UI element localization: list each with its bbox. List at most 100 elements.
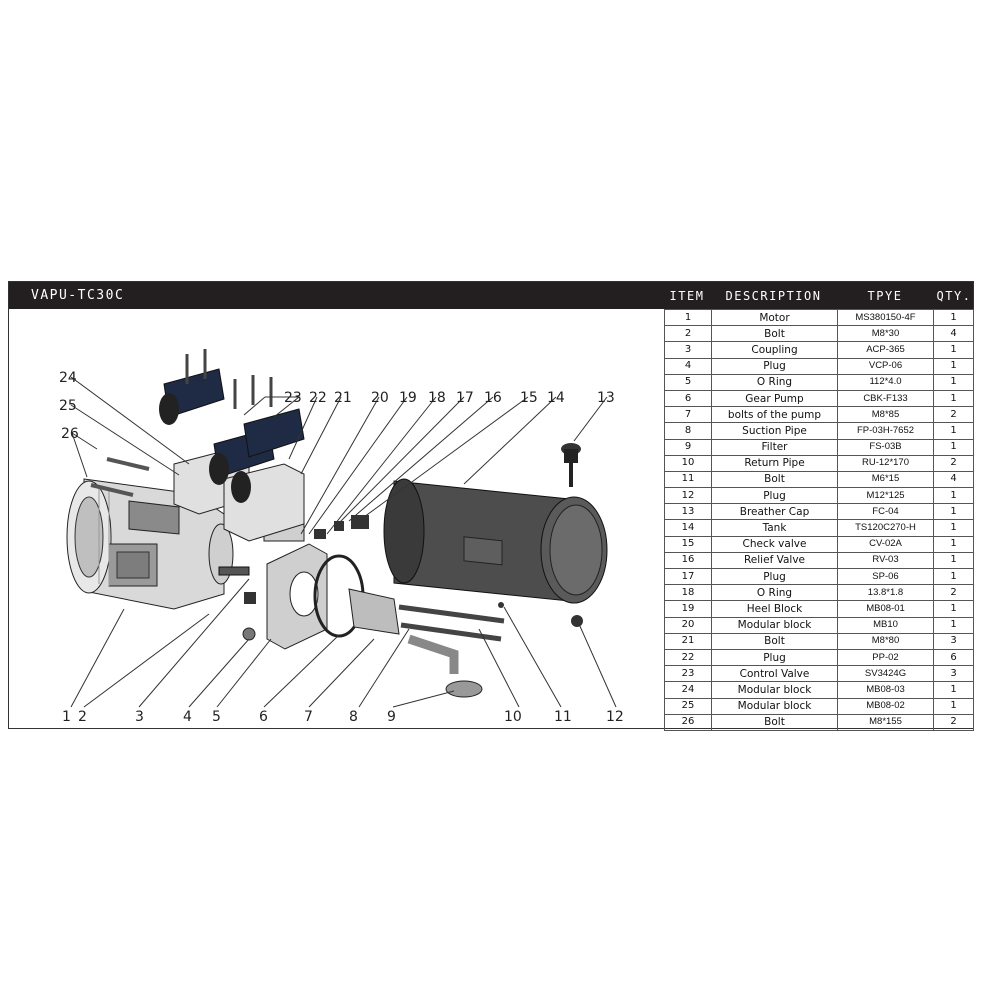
- cell-item: 3: [664, 341, 712, 359]
- callout-10: 10: [504, 709, 522, 725]
- cell-description: Relief Valve: [711, 551, 838, 570]
- cell-type: FS-03B: [837, 438, 934, 456]
- cell-qty: 1: [933, 519, 974, 537]
- cell-type: 13.8*1.8: [837, 584, 934, 602]
- cell-description: Control Valve: [711, 665, 838, 683]
- cell-qty: 1: [933, 567, 974, 586]
- cell-qty: 4: [933, 470, 974, 489]
- cell-type: VCP-06: [837, 357, 934, 375]
- cell-item: 14: [664, 519, 712, 537]
- cell-description: Filter: [711, 438, 838, 456]
- column-header-type: TPYE: [867, 289, 903, 303]
- leader-lines: [70, 376, 617, 708]
- cell-item: 9: [664, 438, 712, 456]
- cell-item: 7: [664, 406, 712, 424]
- cell-qty: 3: [933, 665, 974, 683]
- cell-type: MB08-03: [837, 681, 934, 699]
- cell-description: Modular block: [711, 697, 838, 715]
- cell-description: Plug: [711, 648, 838, 667]
- model-title: VAPU-TC30C: [31, 288, 125, 303]
- cell-item: 5: [664, 373, 712, 391]
- callout-26: 26: [61, 426, 79, 442]
- cell-description: Bolt: [711, 325, 838, 343]
- callout-7: 7: [304, 709, 313, 725]
- callout-15: 15: [520, 390, 538, 406]
- cell-type: M8*30: [837, 325, 934, 343]
- callout-22: 22: [309, 390, 327, 406]
- callout-13: 13: [597, 390, 615, 406]
- cell-type: M8*80: [837, 632, 934, 650]
- exploded-diagram: 24 25 26 23 22 21 20 19 18 17 16 15 14 1…: [59, 349, 624, 725]
- callout-18: 18: [428, 390, 446, 406]
- cell-item: 22: [664, 648, 712, 667]
- cell-qty: 1: [933, 600, 974, 618]
- cell-description: Tank: [711, 519, 838, 537]
- cell-description: Suction Pipe: [711, 422, 838, 440]
- callout-25: 25: [59, 398, 77, 414]
- fittings-illustration: [242, 515, 369, 641]
- cell-qty: 3: [933, 632, 974, 650]
- cell-type: RV-03: [837, 551, 934, 570]
- parts-sheet: VAPU-TC30C ITEM DESCRIPTION TPYE QTY.: [8, 281, 974, 731]
- cell-item: 26: [664, 713, 712, 731]
- cell-type: M8*155: [837, 713, 934, 731]
- column-header-description: DESCRIPTION: [725, 289, 822, 303]
- cell-description: O Ring: [711, 584, 838, 602]
- cell-type: M6*15: [837, 470, 934, 489]
- cell-qty: 1: [933, 535, 974, 553]
- callout-labels: 24 25 26 23 22 21 20 19 18 17 16 15 14 1…: [59, 370, 624, 725]
- cell-type: FC-04: [837, 503, 934, 521]
- cell-qty: 6: [933, 648, 974, 667]
- cell-item: 25: [664, 697, 712, 715]
- cell-item: 20: [664, 616, 712, 634]
- cell-description: Heel Block: [711, 600, 838, 618]
- cell-item: 11: [664, 470, 712, 489]
- cell-item: 1: [664, 308, 712, 327]
- cell-type: ACP-365: [837, 341, 934, 359]
- callout-4: 4: [183, 709, 192, 725]
- callout-24: 24: [59, 370, 77, 386]
- callout-5: 5: [212, 709, 221, 725]
- cell-item: 10: [664, 454, 712, 472]
- pump-block-illustration: [263, 520, 400, 650]
- callout-20: 20: [371, 390, 389, 406]
- cell-description: Coupling: [711, 341, 838, 359]
- cell-qty: 1: [933, 389, 974, 408]
- cell-description: Motor: [711, 308, 838, 327]
- cell-qty: 1: [933, 422, 974, 440]
- column-header-qty: QTY.: [936, 289, 972, 303]
- breather-cap-illustration: [561, 443, 581, 487]
- cell-type: M8*85: [837, 406, 934, 424]
- cell-item: 23: [664, 665, 712, 683]
- callout-3: 3: [135, 709, 144, 725]
- cell-type: M12*125: [837, 487, 934, 505]
- cell-qty: 4: [933, 325, 974, 343]
- cell-description: Breather Cap: [711, 503, 838, 521]
- cell-type: MS380150-4F: [837, 308, 934, 327]
- cell-qty: 1: [933, 373, 974, 391]
- callout-1: 1: [62, 709, 71, 725]
- callout-9: 9: [387, 709, 396, 725]
- cell-description: Return Pipe: [711, 454, 838, 472]
- cell-item: 6: [664, 389, 712, 408]
- callout-23: 23: [284, 390, 302, 406]
- cell-qty: 2: [933, 713, 974, 731]
- cell-item: 4: [664, 357, 712, 375]
- pipes-illustration: [398, 602, 583, 698]
- cell-qty: 1: [933, 308, 974, 327]
